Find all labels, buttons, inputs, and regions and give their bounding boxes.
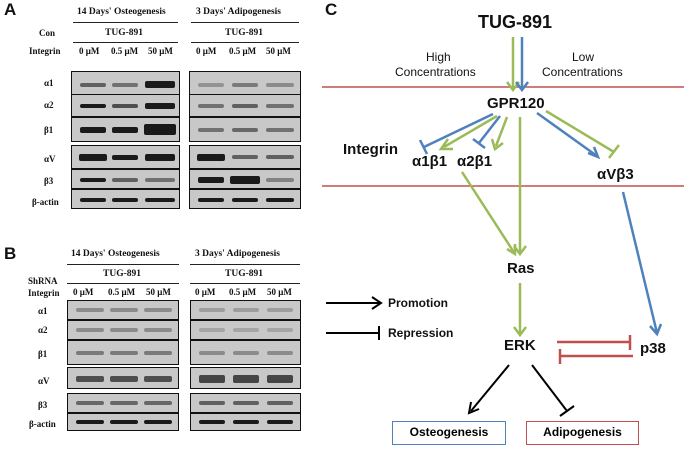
erk-to-osteo (470, 364, 510, 412)
b-row-label-a1: α1 (38, 306, 48, 316)
a-adipo-blot-av (189, 145, 301, 169)
b-adipo-blot-b1 (190, 340, 301, 365)
gpr120-to-avb3-blue (536, 111, 598, 158)
p38-label: p38 (640, 340, 666, 357)
b-osteo-blot-bactin (67, 413, 179, 431)
b-osteo-rule (67, 264, 179, 265)
a-row-label-a2: α2 (44, 100, 54, 110)
a-adipo-blot-bactin (189, 189, 301, 209)
b-adipo-blot-bactin (190, 413, 301, 431)
b-adipo-blot-b3 (190, 393, 301, 413)
legend-repression: Repression (388, 326, 454, 340)
a-row-label-b3: β3 (44, 176, 54, 186)
b-row-label-b3: β3 (38, 400, 48, 410)
a-osteo-title: 14 Days' Osteogenesis (77, 7, 166, 17)
receptor-label: GPR120 (487, 95, 545, 112)
b-adipo-drug: TUG-891 (225, 269, 263, 279)
low-conc-line1: Low (572, 50, 595, 64)
erk-to-adipo (531, 364, 568, 412)
a-osteo-blot-av (71, 145, 180, 169)
panel-c-letter: C (325, 0, 338, 19)
b-adipo-conc-0: 0 μM (195, 287, 216, 297)
b-osteo-title: 14 Days' Osteogenesis (71, 249, 160, 259)
a2b1-label: α2β1 (457, 153, 493, 170)
adipogenesis-box: Adipogenesis (526, 421, 639, 445)
a-osteo-conc-0: 0 μM (79, 46, 100, 56)
gpr120-to-a2b1-green (494, 116, 509, 147)
panel-b-letter: B (4, 244, 17, 263)
b-adipo-drug-rule (190, 283, 300, 284)
b-osteo-conc-0: 0 μM (73, 287, 94, 297)
b-osteo-blot-b3 (67, 393, 179, 413)
legend-promotion: Promotion (388, 296, 448, 310)
b-osteo-blot-a2 (67, 320, 179, 340)
b-adipo-blot-a1 (190, 300, 301, 320)
a1b1-label: α1β1 (412, 153, 448, 170)
b-row-label-bactin: β-actin (29, 419, 56, 429)
a-osteo-conc-1: 0.5 μM (111, 46, 139, 56)
b-osteo-drug-rule (67, 283, 179, 284)
b-osteo-blot-b1 (67, 340, 179, 365)
low-conc-line2: Concentrations (542, 65, 623, 79)
gpr120-to-a1b1-blue (423, 112, 494, 149)
a-adipo-drug: TUG-891 (225, 28, 263, 38)
a-osteo-blot-b1 (71, 117, 180, 142)
high-conc-line1: High (426, 50, 451, 64)
b-adipo-title: 3 Days' Adipogenesis (195, 249, 280, 259)
osteogenesis-box: Osteogenesis (392, 421, 506, 445)
a-row-label-bactin: β-actin (32, 197, 59, 207)
avb3-label: αVβ3 (597, 166, 634, 183)
high-conc-line2: Concentrations (395, 65, 476, 79)
b-osteo-blot-av (67, 367, 179, 389)
a-osteo-blot-bactin (71, 189, 180, 209)
integrin-label: Integrin (343, 141, 398, 158)
a-adipo-blot-b1 (189, 117, 301, 142)
b-row-label-a2: α2 (38, 325, 48, 335)
b-adipo-conc-2: 50 μM (267, 287, 292, 297)
erk-label: ERK (504, 337, 536, 354)
b-osteo-blot-a1 (67, 300, 179, 320)
a-adipo-conc-0: 0 μM (196, 46, 217, 56)
a-osteo-drug: TUG-891 (105, 28, 143, 38)
a-osteo-blot-b3 (71, 169, 180, 189)
b-integrin-label: Integrin (28, 288, 60, 298)
a-row-label-a1: α1 (44, 78, 54, 88)
gpr120-to-a2b1-blue (478, 115, 501, 144)
a-adipo-drug-rule (191, 42, 299, 43)
a-osteo-conc-2: 50 μM (148, 46, 173, 56)
a-integrin-label: Integrin (29, 46, 61, 56)
b-osteo-conc-1: 0.5 μM (108, 287, 136, 297)
a-row-label-av: αV (44, 154, 56, 164)
a-adipo-blot-b3 (189, 169, 301, 189)
gpr120-to-avb3-green (545, 109, 615, 154)
b-adipo-blot-a2 (190, 320, 301, 340)
avb3-to-p38 (621, 191, 659, 334)
a-adipo-conc-1: 0.5 μM (229, 46, 257, 56)
promotion-arrow-icon (326, 296, 383, 310)
panel-a-letter: A (4, 0, 17, 19)
ras-label: Ras (507, 260, 535, 277)
b-adipo-rule (190, 264, 300, 265)
b-osteo-conc-2: 50 μM (146, 287, 171, 297)
a-adipo-rule (191, 22, 299, 23)
ligand-label: TUG-891 (478, 12, 553, 32)
a-osteo-rule (73, 22, 178, 23)
a-con-label: Con (39, 28, 56, 38)
a-adipo-conc-2: 50 μM (266, 46, 291, 56)
a-adipo-blot-a2 (189, 94, 301, 117)
b-adipo-blot-av (190, 367, 301, 389)
integrins-to-ras (460, 171, 517, 255)
b-row-label-b1: β1 (38, 349, 48, 359)
a-osteo-drug-rule (73, 42, 178, 43)
b-osteo-drug: TUG-891 (103, 269, 141, 279)
a-row-label-b1: β1 (44, 125, 54, 135)
b-adipo-conc-1: 0.5 μM (229, 287, 257, 297)
a-adipo-title: 3 Days' Adipogenesis (196, 7, 281, 17)
gpr120-to-a1b1-green (443, 114, 498, 149)
b-shrna-label: ShRNA (28, 276, 58, 286)
b-row-label-av: αV (38, 376, 50, 386)
a-osteo-blot-a2 (71, 94, 180, 117)
repression-bar-icon (326, 326, 380, 340)
